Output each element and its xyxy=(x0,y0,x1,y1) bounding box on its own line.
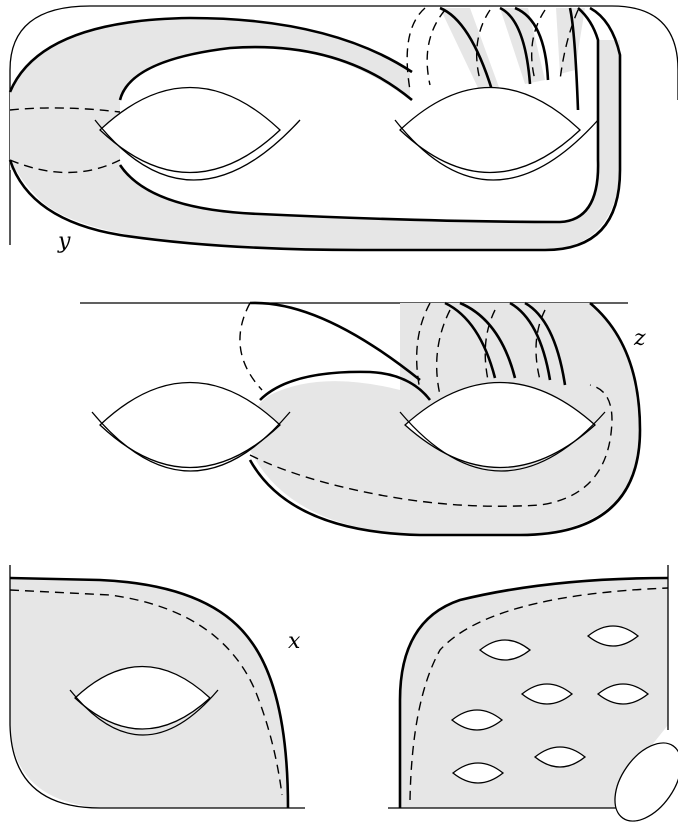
label-z: z xyxy=(633,326,646,351)
label-y: y xyxy=(57,229,71,254)
middle-panel: z xyxy=(80,303,646,535)
bottom-panel: x xyxy=(10,565,678,825)
middle-dash-left xyxy=(240,303,262,390)
top-hole-left xyxy=(100,88,280,173)
top-panel: y xyxy=(10,6,678,254)
top-dash-strand-2 xyxy=(427,10,445,85)
label-x: x xyxy=(288,629,301,654)
middle-band-upper-edge xyxy=(250,303,420,380)
